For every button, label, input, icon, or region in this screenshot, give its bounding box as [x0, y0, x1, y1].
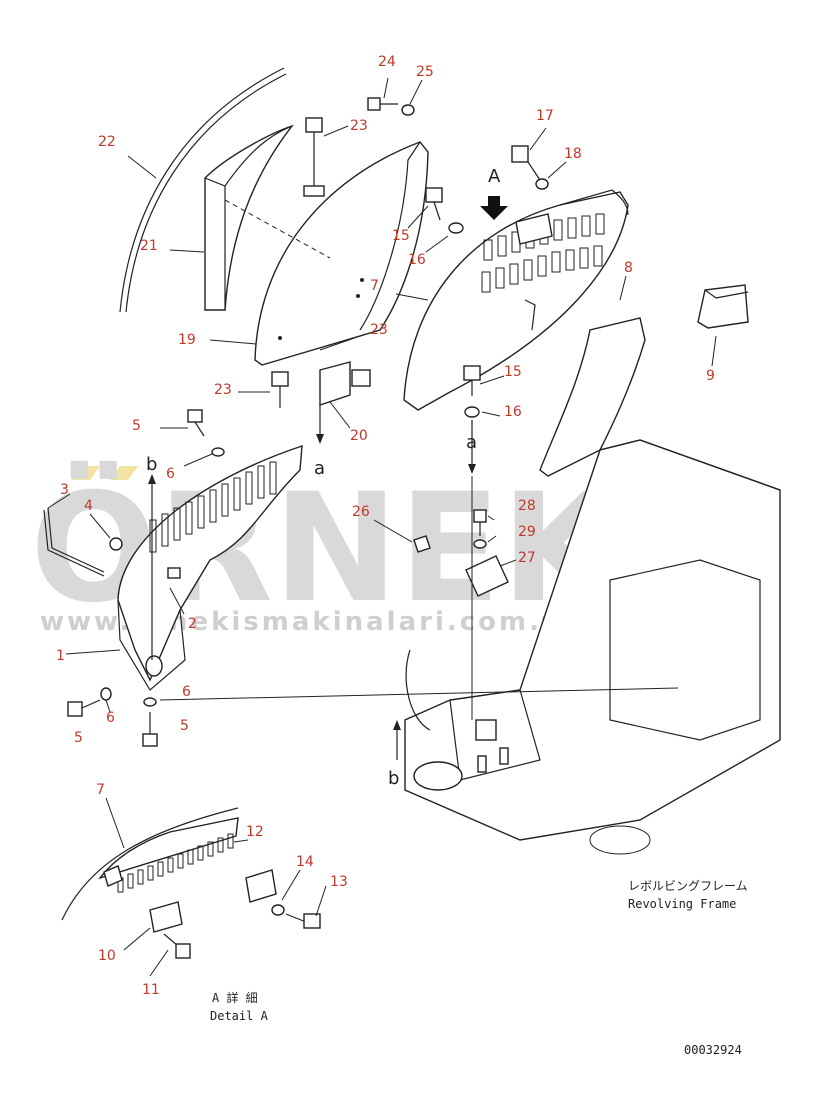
- part-8-insulation: [539, 317, 646, 477]
- revolving-frame-label-en: Revolving Frame: [628, 897, 736, 911]
- callout-23-b: 23: [370, 322, 388, 338]
- callout-22: 22: [98, 134, 116, 150]
- callout-6-b: 6: [182, 684, 191, 700]
- washer-6-top: [211, 447, 225, 457]
- callout-27: 27: [518, 550, 536, 566]
- callout-1: 1: [56, 648, 65, 664]
- view-letter-a-mid: a: [466, 432, 477, 453]
- callout-28: 28: [518, 498, 536, 514]
- view-arrow-a-top: [316, 404, 324, 444]
- callout-15-b: 15: [504, 364, 522, 380]
- callout-5-b: 5: [74, 730, 83, 746]
- detail-a-label-en: Detail A: [210, 1009, 269, 1023]
- washer-14: [271, 904, 285, 916]
- callout-6: 6: [166, 466, 175, 482]
- bolt-15-mid: [463, 365, 481, 396]
- washer-6-bottom: [143, 697, 157, 707]
- callout-4: 4: [84, 498, 93, 514]
- callout-12: 12: [246, 824, 264, 840]
- callout-15: 15: [392, 228, 410, 244]
- part-1-cover: [117, 444, 303, 691]
- bolt-23-top: [303, 117, 325, 197]
- washer-6-left: [100, 687, 112, 701]
- callout-5-c: 5: [180, 718, 189, 734]
- bolt-24: [367, 97, 398, 111]
- view-arrow-b-bottom: [393, 720, 401, 760]
- part-27-plate: [465, 555, 509, 597]
- view-letter-a-top: a: [314, 458, 325, 479]
- clip-26: [413, 535, 431, 553]
- callout-9: 9: [706, 368, 715, 384]
- detail-a-view: [61, 807, 277, 933]
- callout-13: 13: [330, 874, 348, 890]
- part-7-grille-cover: [403, 189, 629, 411]
- callout-7: 7: [370, 278, 379, 294]
- callout-21: 21: [140, 238, 158, 254]
- callout-5: 5: [132, 418, 141, 434]
- callout-26: 26: [352, 504, 370, 520]
- view-letter-A: A: [488, 166, 501, 187]
- bolt-17: [511, 145, 541, 181]
- callout-16: 16: [408, 252, 426, 268]
- detail-a-label-jp: A 詳 細: [212, 990, 258, 1005]
- callout-2: 2: [188, 616, 197, 632]
- bolt-5-bottom: [142, 712, 158, 747]
- view-letter-b-bottom: b: [388, 768, 399, 789]
- washer-16-mid: [464, 406, 480, 418]
- callout-16-b: 16: [504, 404, 522, 420]
- callout-23: 23: [350, 118, 368, 134]
- part-9-block: [697, 284, 749, 329]
- part-21-pad: [204, 124, 294, 311]
- part-22-seal-strip: [119, 67, 287, 313]
- callout-20: 20: [350, 428, 368, 444]
- callout-18: 18: [564, 146, 582, 162]
- drawing-number: 00032924: [684, 1043, 742, 1057]
- washer-25: [401, 104, 415, 116]
- callout-6-c: 6: [106, 710, 115, 726]
- bolt-13: [285, 913, 321, 929]
- bolt-11: [163, 933, 191, 959]
- view-letter-b-top: b: [146, 454, 157, 475]
- callout-23-c: 23: [214, 382, 232, 398]
- washer-29: [473, 539, 487, 549]
- leader-lines: [47, 77, 717, 977]
- bolt-23-bracket: [271, 361, 371, 408]
- washer-18: [535, 178, 549, 190]
- callout-25: 25: [416, 64, 434, 80]
- callout-29: 29: [518, 524, 536, 540]
- callout-14: 14: [296, 854, 314, 870]
- callout-17: 17: [536, 108, 554, 124]
- part-4-clip: [109, 537, 123, 551]
- part-19-panel: [224, 141, 429, 366]
- view-arrow-b-top: [148, 474, 156, 660]
- callout-3: 3: [60, 482, 69, 498]
- revolving-frame-label-jp: レボルビングフレーム: [628, 879, 748, 893]
- callout-24: 24: [378, 54, 396, 70]
- callout-7-b: 7: [96, 782, 105, 798]
- callout-10: 10: [98, 948, 116, 964]
- bolt-5-top: [187, 409, 205, 437]
- view-arrow-a-mid: [468, 420, 476, 720]
- bolt-15-top: [425, 187, 443, 221]
- callout-11: 11: [142, 982, 160, 998]
- callout-19: 19: [178, 332, 196, 348]
- part-3-seal: [43, 507, 105, 577]
- revolving-frame: [404, 439, 781, 855]
- bolt-5-left: [67, 699, 101, 717]
- callout-8: 8: [624, 260, 633, 276]
- washer-16-top: [448, 222, 464, 234]
- bolt-28: [473, 509, 487, 536]
- view-arrow-A: [480, 196, 508, 220]
